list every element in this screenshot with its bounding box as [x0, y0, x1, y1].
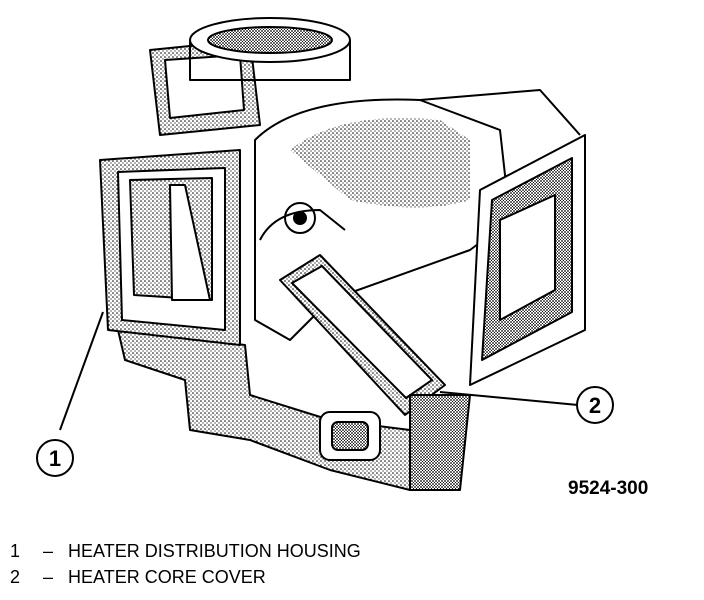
legend-separator: – — [43, 541, 54, 561]
callout-2-number: 2 — [589, 393, 601, 418]
callout-2-leader — [439, 391, 579, 406]
heater-outlet — [409, 394, 471, 491]
legend-number: 2 — [10, 567, 21, 587]
legend-item: 2 – HEATER CORE COVER — [10, 564, 361, 590]
legend-number: 1 — [10, 541, 21, 561]
callout-2: 2 — [576, 386, 614, 424]
callout-1-number: 1 — [49, 446, 61, 471]
legend-separator: – — [43, 567, 54, 587]
legend-label: HEATER CORE COVER — [68, 567, 266, 587]
legend: 1 – HEATER DISTRIBUTION HOUSING 2 – HEAT… — [10, 538, 361, 590]
legend-label: HEATER DISTRIBUTION HOUSING — [68, 541, 361, 561]
figure-code: 9524-300 — [568, 478, 649, 499]
callout-1: 1 — [36, 439, 74, 477]
callout-1-leader — [59, 311, 104, 431]
heater-housing-illustration: 1 2 — [36, 17, 614, 491]
legend-item: 1 – HEATER DISTRIBUTION HOUSING — [10, 538, 361, 564]
